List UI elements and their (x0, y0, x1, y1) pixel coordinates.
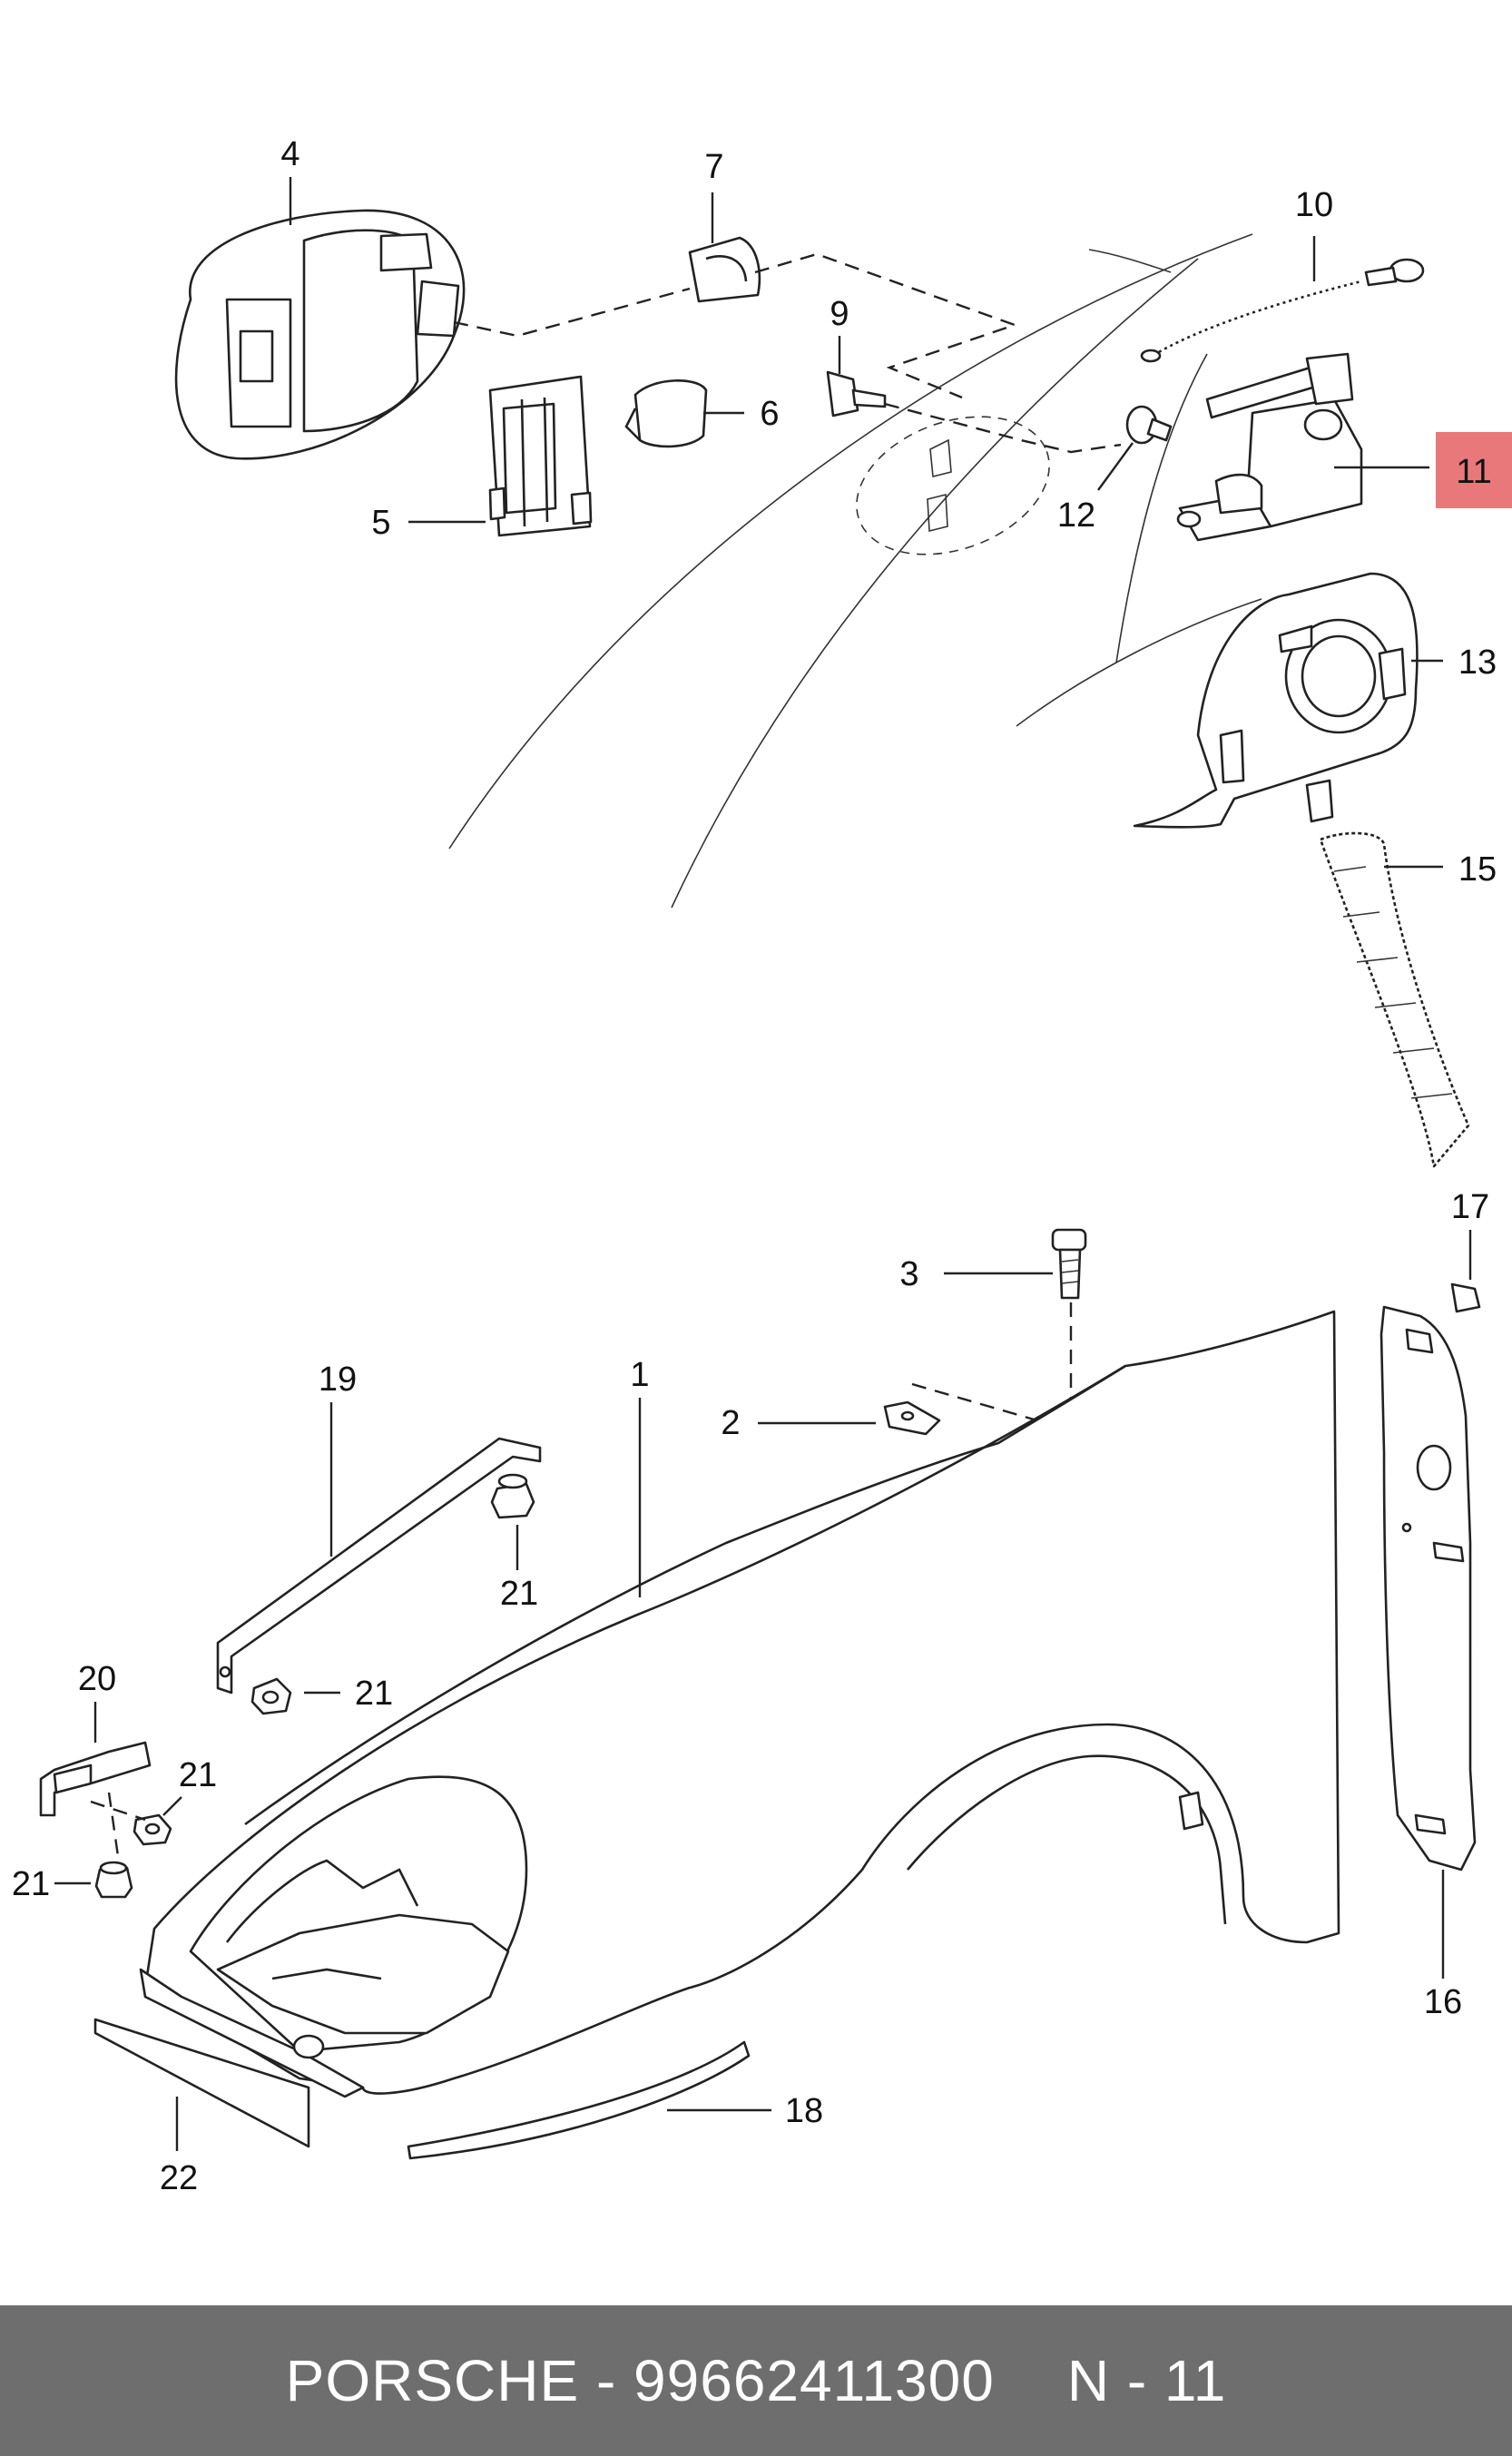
callout-7: 7 (704, 148, 723, 186)
support-strut (216, 1437, 542, 1695)
callout-1: 1 (630, 1356, 649, 1394)
wheel-arch-trim (407, 2040, 751, 2160)
callout-3: 3 (899, 1255, 918, 1293)
footer-separator: - (595, 2348, 617, 2413)
callout-21-right: 21 (179, 1756, 217, 1794)
release-cable (1140, 258, 1425, 363)
part-number: 99662411300 (633, 2348, 995, 2413)
callout-11: 11 (1456, 453, 1491, 491)
callout-21-top: 21 (500, 1575, 538, 1613)
callout-6: 6 (760, 395, 779, 433)
callout-10: 10 (1295, 186, 1333, 224)
callout-19: 19 (319, 1361, 357, 1399)
brand-label: PORSCHE (285, 2348, 580, 2413)
callout-4: 4 (280, 135, 299, 173)
callout-labels: 4 5 6 7 9 10 11 12 13 15 3 17 2 1 19 21 … (12, 135, 1497, 2197)
leader-lines (54, 177, 1472, 2151)
pin-part (826, 370, 887, 418)
nut-21-set (94, 1473, 535, 1899)
clip-part (624, 379, 708, 448)
screw-12 (1125, 405, 1173, 445)
bump-stop (688, 236, 761, 303)
assembly-lines-upper (453, 252, 1122, 555)
callout-15: 15 (1458, 850, 1497, 889)
front-fender (139, 1310, 1340, 2098)
parts-diagram: 4 5 6 7 9 10 11 12 13 15 3 17 2 1 19 21 … (12, 135, 1512, 2197)
drain-hose (1319, 831, 1470, 1168)
body-contour-lines (448, 233, 1262, 909)
callout-5: 5 (371, 504, 390, 542)
side-panel (1379, 1282, 1481, 1871)
hinge-bracket (488, 375, 593, 537)
callout-17: 17 (1451, 1188, 1489, 1226)
fuel-filler-housing (1133, 572, 1419, 829)
part-info-footer: PORSCHE - 99662411300 N - 11 (0, 2305, 1512, 2456)
callout-13: 13 (1458, 643, 1497, 682)
fuel-door-actuator (1176, 352, 1363, 542)
callout-21-left: 21 (12, 1865, 50, 1903)
fuel-filler-flap (174, 209, 466, 460)
diagram-reference: N - 11 (1066, 2348, 1227, 2413)
callout-16: 16 (1424, 1983, 1462, 2021)
callout-9: 9 (830, 295, 849, 333)
callout-highlight (1436, 432, 1512, 508)
callout-12: 12 (1057, 496, 1095, 535)
lower-trim-strip (93, 2018, 310, 2148)
callout-20: 20 (78, 1660, 116, 1698)
callout-2: 2 (721, 1404, 740, 1442)
callout-22: 22 (160, 2159, 198, 2197)
mounting-bracket-20 (39, 1741, 152, 1857)
callout-21-strut: 21 (355, 1675, 393, 1713)
callout-18: 18 (785, 2092, 823, 2130)
